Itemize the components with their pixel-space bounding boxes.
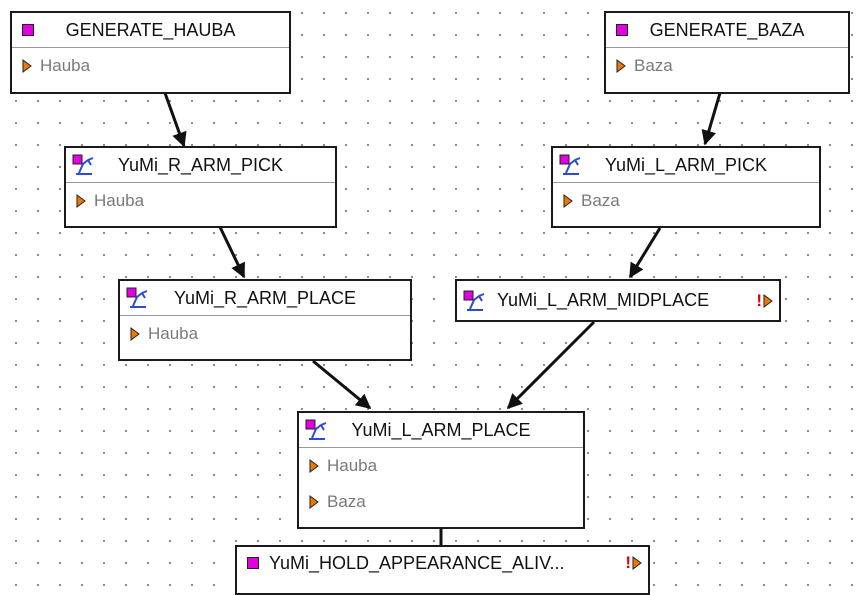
edge-r-arm-pick-to-r-arm-place: [218, 226, 246, 279]
orange-triangle-icon: [22, 59, 32, 73]
robot-arm-icon: [463, 290, 485, 311]
orange-triangle-icon: [76, 194, 86, 208]
node-title: GENERATE_BAZA: [649, 19, 805, 40]
input-port-hauba[interactable]: Hauba: [66, 183, 335, 219]
node-yumi-r-arm-place[interactable]: YuMi_R_ARM_PLACE Hauba: [118, 279, 412, 361]
edge-l-arm-pick-to-l-arm-midplace: [628, 227, 662, 279]
port-label: Baza: [581, 191, 620, 210]
node-yumi-r-arm-pick[interactable]: YuMi_R_ARM_PICK Hauba: [64, 146, 337, 228]
edge-l-arm-midplace-to-l-arm-place: [506, 320, 596, 410]
port-label: Hauba: [40, 56, 91, 75]
warning-icon: !: [756, 290, 762, 310]
node-generate-hauba[interactable]: GENERATE_HAUBA Hauba: [10, 11, 291, 94]
orange-triangle-icon: [309, 459, 319, 473]
node-title: YuMi_L_ARM_PICK: [604, 154, 768, 175]
edge-r-arm-place-to-l-arm-place: [312, 359, 372, 410]
edge-generate-hauba-to-r-arm-pick: [163, 92, 187, 148]
node-generate-baza[interactable]: GENERATE_BAZA Baza: [604, 11, 850, 94]
warning-indicator[interactable]: !: [756, 281, 773, 320]
port-label: Hauba: [327, 456, 378, 475]
port-label: Baza: [327, 492, 366, 511]
node-yumi-l-arm-pick[interactable]: YuMi_L_ARM_PICK Baza: [551, 146, 821, 228]
orange-triangle-icon: [563, 194, 573, 208]
port-label: Hauba: [148, 324, 199, 343]
orange-triangle-icon: [763, 293, 773, 308]
node-title: YuMi_R_ARM_PLACE: [173, 287, 357, 308]
robot-arm-icon: [72, 154, 94, 175]
node-yumi-hold-appearance[interactable]: YuMi_HOLD_APPEARANCE_ALIV... !: [235, 545, 650, 595]
input-port-baza[interactable]: Baza: [299, 484, 583, 520]
node-title: GENERATE_HAUBA: [65, 19, 236, 40]
output-port-hauba[interactable]: Hauba: [12, 48, 289, 84]
input-port-hauba[interactable]: Hauba: [120, 316, 410, 352]
warning-icon: !: [625, 553, 631, 572]
port-label: Hauba: [94, 191, 145, 210]
robot-arm-icon: [559, 154, 581, 175]
orange-triangle-icon: [130, 327, 140, 341]
warning-indicator[interactable]: !: [625, 547, 642, 579]
orange-triangle-icon: [616, 59, 626, 73]
output-port-baza[interactable]: Baza: [606, 48, 848, 84]
orange-triangle-icon: [309, 495, 319, 509]
node-title: YuMi_HOLD_APPEARANCE_ALIV...: [269, 552, 565, 573]
robot-arm-icon: [126, 287, 148, 308]
port-label: Baza: [634, 56, 673, 75]
node-yumi-l-arm-place[interactable]: YuMi_L_ARM_PLACE Hauba Baza: [297, 411, 585, 529]
node-title: YuMi_L_ARM_MIDPLACE: [497, 290, 710, 310]
magenta-square-icon: [22, 24, 34, 36]
node-title: YuMi_L_ARM_PLACE: [351, 419, 531, 440]
robot-arm-icon: [305, 419, 327, 440]
magenta-square-icon: [247, 557, 259, 569]
magenta-square-icon: [616, 24, 628, 36]
node-title: YuMi_R_ARM_PICK: [117, 154, 284, 175]
input-port-baza[interactable]: Baza: [553, 183, 819, 219]
edge-generate-baza-to-l-arm-pick: [701, 92, 722, 146]
input-port-hauba[interactable]: Hauba: [299, 448, 583, 484]
node-yumi-l-arm-midplace[interactable]: YuMi_L_ARM_MIDPLACE !: [455, 279, 781, 322]
orange-triangle-icon: [632, 556, 642, 570]
